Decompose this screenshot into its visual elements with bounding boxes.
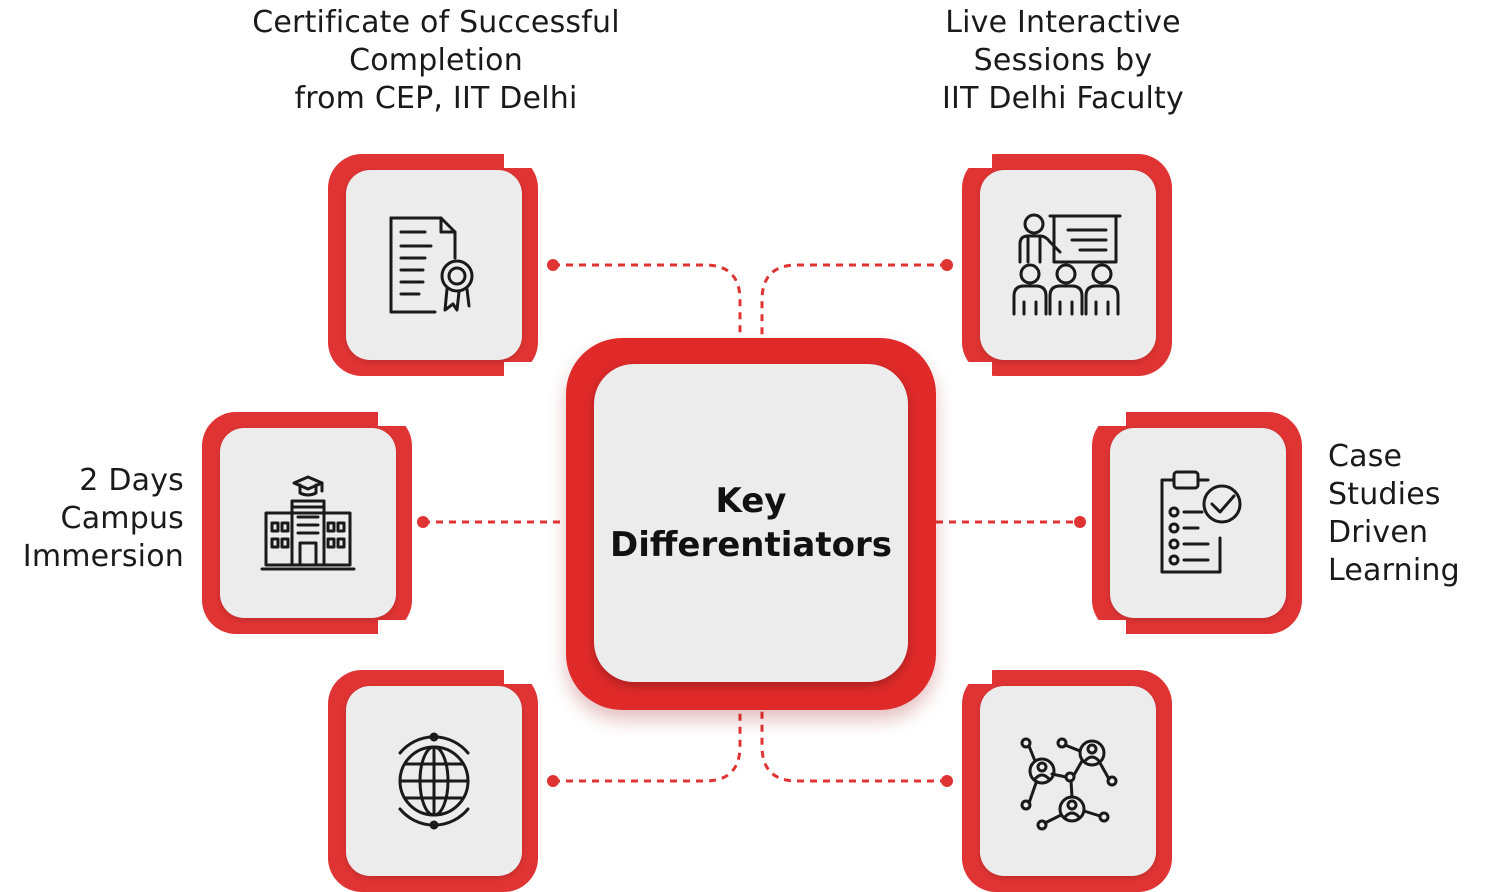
label-live-sessions: Live Interactive Sessions by IIT Delhi F… bbox=[892, 4, 1234, 118]
label-line: Studies bbox=[1328, 477, 1441, 512]
connector-certificate bbox=[553, 263, 742, 338]
card-global bbox=[328, 670, 544, 892]
label-line: Completion bbox=[349, 43, 523, 78]
connector-dot bbox=[941, 259, 953, 271]
certificate-icon bbox=[379, 210, 489, 320]
label-certificate: Certificate of Successful Completion fro… bbox=[226, 4, 646, 118]
connector-dot bbox=[417, 516, 429, 528]
center-badge: Key Differentiators bbox=[566, 338, 936, 710]
label-line: IIT Delhi Faculty bbox=[942, 81, 1184, 116]
globe-icon bbox=[384, 731, 484, 831]
label-line: Learning bbox=[1328, 553, 1460, 588]
connector-dot bbox=[547, 259, 559, 271]
center-title: Key Differentiators bbox=[610, 479, 892, 567]
connector-dot bbox=[941, 775, 953, 787]
center-panel: Key Differentiators bbox=[594, 364, 908, 682]
label-line: from CEP, IIT Delhi bbox=[294, 81, 578, 116]
network-people-icon bbox=[1018, 731, 1118, 831]
card-live-sessions bbox=[960, 154, 1172, 376]
label-campus: 2 Days Campus Immersion bbox=[0, 462, 184, 576]
label-line: Immersion bbox=[22, 539, 184, 574]
presentation-icon bbox=[1010, 210, 1126, 320]
label-line: Driven bbox=[1328, 515, 1429, 550]
center-title-line2: Differentiators bbox=[610, 525, 892, 565]
connector-dot bbox=[1074, 516, 1086, 528]
card-case-studies bbox=[1090, 412, 1302, 634]
label-line: Live Interactive bbox=[945, 5, 1181, 40]
connector-global bbox=[553, 710, 742, 783]
clipboard-checklist-icon bbox=[1148, 468, 1248, 578]
label-line: Sessions by bbox=[973, 43, 1153, 78]
center-title-line1: Key bbox=[715, 481, 787, 521]
card-campus bbox=[202, 412, 418, 634]
connector-live-sessions bbox=[760, 263, 947, 338]
campus-building-icon bbox=[258, 473, 358, 573]
card-certificate bbox=[328, 154, 544, 376]
label-line: Certificate of Successful bbox=[252, 5, 620, 40]
label-line: Case bbox=[1328, 439, 1403, 474]
label-line: 2 Days bbox=[79, 463, 184, 498]
card-network bbox=[960, 670, 1172, 892]
label-line: Campus bbox=[60, 501, 184, 536]
connector-network bbox=[760, 710, 947, 783]
connector-dot bbox=[547, 775, 559, 787]
label-case-studies: Case Studies Driven Learning bbox=[1328, 438, 1484, 590]
